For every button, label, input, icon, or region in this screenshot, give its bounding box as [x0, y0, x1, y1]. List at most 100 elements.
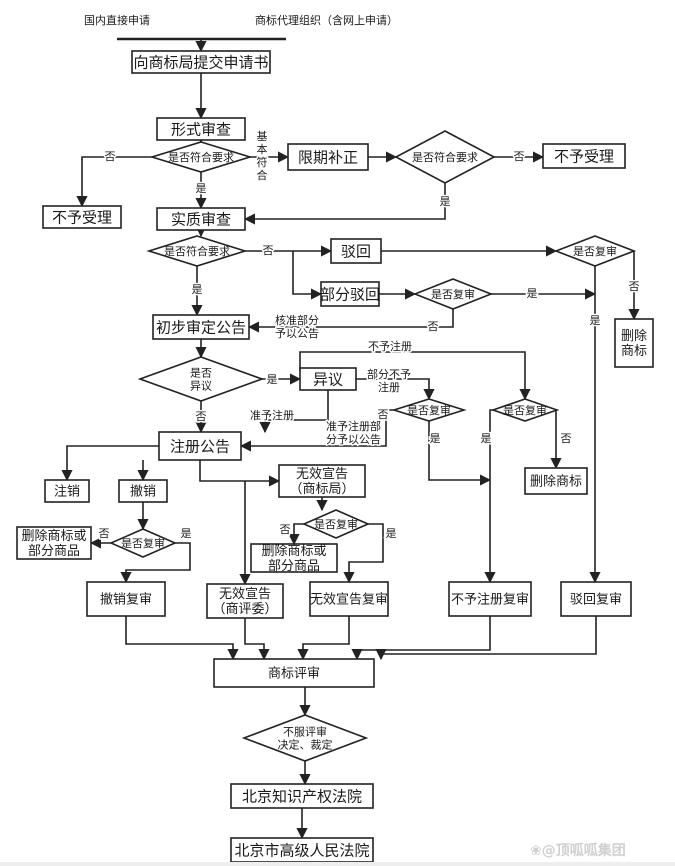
edge-label: 符 [257, 156, 268, 169]
connectors [61, 39, 640, 840]
process-box [230, 783, 374, 809]
process-box [42, 205, 122, 229]
process-box [287, 143, 369, 171]
edge-label: 否 [428, 320, 439, 333]
edge-label: 是 [440, 195, 451, 208]
process-box [542, 143, 626, 169]
process-box [131, 50, 271, 74]
connector-arrow [343, 523, 384, 584]
process-box [330, 238, 382, 264]
process-box [524, 467, 588, 495]
decision-diamond [394, 130, 496, 184]
process-box [230, 837, 374, 863]
edge-label: 分予以公告 [326, 433, 381, 446]
node-label: 限期补正 [298, 148, 358, 166]
node-partial-rejection: 部分驳回 [320, 281, 380, 307]
process-box [156, 117, 246, 141]
connector-arrow [247, 309, 454, 333]
bottom-strip [0, 862, 675, 866]
connector-arrow [299, 351, 531, 401]
node-label: 驳回复审 [570, 593, 622, 608]
node-formal-check: 是否符合要求 [149, 141, 253, 173]
edge-label: 是 [267, 373, 278, 386]
decision-diamond [149, 141, 253, 173]
edge-label: 否 [263, 244, 274, 257]
connector-arrow [351, 616, 491, 661]
node-label: 商标 [621, 344, 647, 359]
node-prelim-announce: 初步审定公告 [152, 314, 250, 340]
edge-label: 否 [629, 280, 640, 293]
edge-label: 本 [257, 142, 268, 156]
node-label: 决定、裁定 [278, 737, 333, 751]
edge-label: 是 [181, 527, 192, 540]
process-box [250, 543, 338, 573]
node-label: 不予受理 [554, 147, 614, 165]
node-label: 是否 [190, 366, 212, 379]
node-rejection-review-check: 是否复审 [553, 235, 637, 267]
edge-label: 否 [280, 523, 291, 536]
connector-arrow [288, 523, 304, 546]
process-box [118, 479, 168, 503]
node-partial-review-check: 是否复审 [412, 278, 494, 310]
edge-label: 是 [196, 182, 207, 195]
node-high-court: 北京市高级人民法院 [230, 837, 374, 863]
connector-arrow [120, 542, 191, 584]
decision-diamond [391, 398, 467, 422]
process-box [206, 583, 284, 619]
node-label: 删除商标 [530, 475, 582, 490]
process-box [213, 658, 375, 688]
node-label: 撤销复审 [100, 592, 152, 608]
node-rejection-review: 驳回复审 [560, 581, 632, 617]
node-rejection: 驳回 [330, 238, 382, 264]
node-label: 注册公告 [170, 437, 230, 455]
edge-label: 否 [99, 527, 110, 540]
node-label: 部分驳回 [320, 285, 380, 303]
node-substantive-review: 实质审查 [156, 207, 246, 231]
node-label: 形式审查 [171, 120, 231, 138]
process-box [44, 479, 90, 503]
process-box [152, 314, 250, 340]
node-label: 删除商标或 [261, 544, 326, 559]
nodes: 向商标局提交申请书形式审查是否符合要求不予受理限期补正是否符合要求不予受理实质审… [16, 50, 654, 863]
node-refuse-reg-review: 不予注册复审 [448, 581, 532, 617]
connector-arrow [61, 445, 159, 482]
node-label: 是否符合要求 [412, 150, 478, 164]
node-deadline-fix: 限期补正 [287, 143, 369, 171]
edge-label: 基 [257, 130, 268, 143]
node-label: 是否符合要求 [168, 150, 234, 164]
edge-label: 准予注册部 [326, 419, 381, 433]
edge-label: 是 [430, 432, 441, 445]
connector-arrow [259, 390, 329, 434]
node-revoke-review: 撤销复审 [86, 581, 166, 617]
edge-label: 否 [561, 432, 572, 445]
edge-label: 核准部分 [275, 313, 319, 327]
node-reject-right: 不予受理 [542, 143, 626, 169]
node-label: 删除商标或 [21, 529, 86, 544]
process-box [156, 207, 246, 231]
process-box [448, 581, 532, 617]
node-formal-review: 形式审查 [156, 117, 246, 141]
node-label: 是否复审 [407, 403, 451, 417]
node-label: 驳回 [341, 242, 371, 260]
connector-arrow [244, 618, 270, 661]
edge-label: 是 [590, 314, 601, 327]
process-box [560, 581, 632, 617]
connector-arrow [356, 378, 435, 401]
node-substantive-check: 是否符合要求 [146, 235, 248, 267]
edge-label: 是 [386, 527, 397, 540]
node-label: 异议 [190, 379, 212, 392]
node-label: 无效宣告复审 [310, 592, 388, 608]
connector-arrow [243, 183, 446, 225]
node-label: 北京知识产权法院 [242, 787, 362, 805]
node-reject-left: 不予受理 [42, 205, 122, 229]
process-box [86, 581, 166, 617]
node-label: 无效宣告 [219, 586, 271, 602]
node-invalid-tmo: 无效宣告（商标局） [278, 464, 366, 498]
decision-diamond [146, 235, 248, 267]
node-label: 不予受理 [52, 208, 112, 226]
